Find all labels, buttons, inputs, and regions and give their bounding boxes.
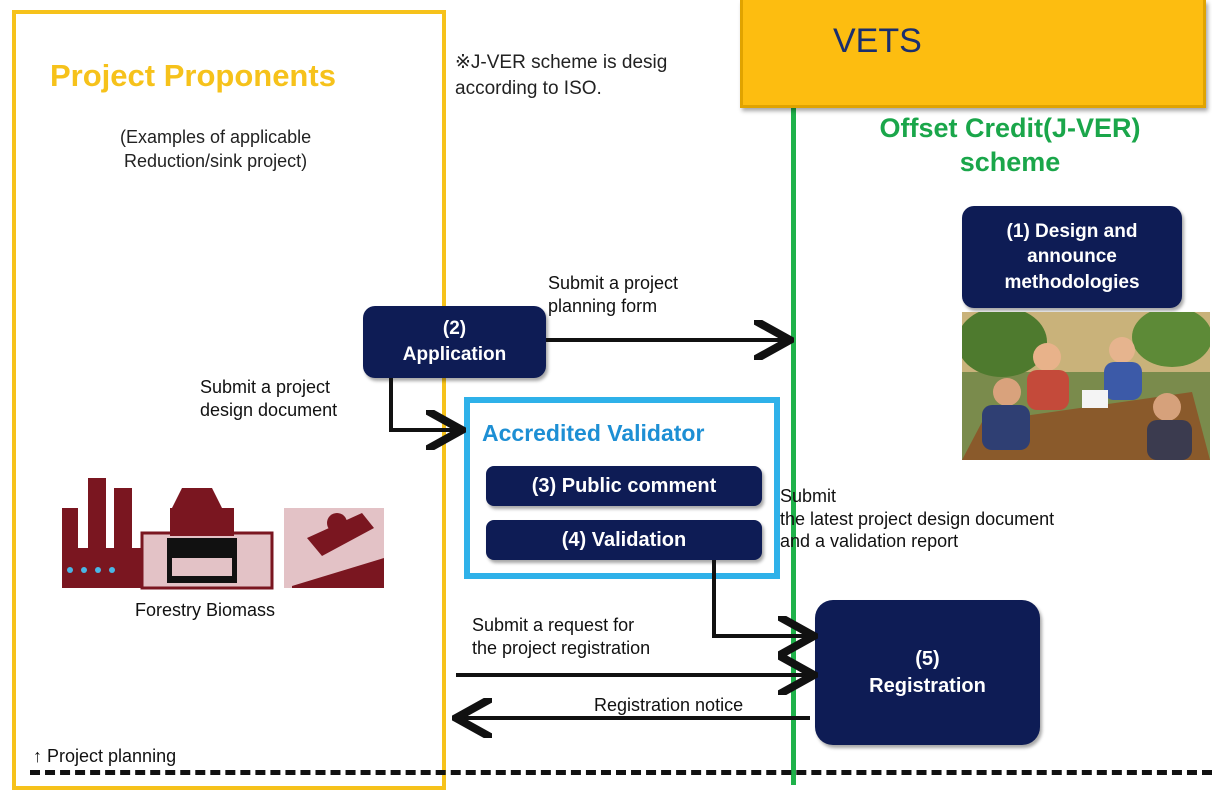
vets-label: VETS — [833, 22, 922, 60]
arrow-validation-report — [712, 560, 810, 636]
arrow-design-document — [389, 378, 458, 430]
label-planning-form: Submit a project planning form — [548, 273, 679, 316]
accredited-validator-title: Accredited Validator — [482, 420, 705, 446]
scheme-divider-line — [791, 95, 796, 785]
factory-icon — [62, 478, 384, 590]
label-design-document: Submit a project design document — [200, 377, 338, 420]
step-validation: (4) Validation — [486, 520, 762, 560]
project-planning-label: ↑ Project planning — [33, 746, 177, 766]
meeting-icon — [957, 307, 1212, 460]
vets-banner: VETS — [740, 0, 1206, 108]
step-application: (2) Application — [363, 306, 546, 378]
forestry-biomass-caption: Forestry Biomass — [135, 600, 276, 620]
label-registration-notice: Registration notice — [594, 695, 744, 715]
step-public-comment: (3) Public comment — [486, 466, 762, 506]
step-design-methodologies: (1) Design and announce methodologies — [962, 206, 1182, 308]
scheme-title: Offset Credit(J-VER) scheme — [879, 113, 1141, 177]
iso-note: ※J-VER scheme is desig according to ISO. — [455, 52, 668, 99]
examples-caption: (Examples of applicable Reduction/sink p… — [120, 127, 312, 172]
timeline-dashed-line — [30, 770, 1212, 775]
accredited-validator-frame — [464, 397, 780, 579]
label-latest-document: Submit the latest project design documen… — [780, 486, 1055, 551]
meeting-illustration — [957, 307, 1212, 460]
forestry-biomass-illustration — [62, 478, 392, 596]
project-proponents-title: Project Proponents — [50, 58, 336, 93]
label-request-registration: Submit a request for the project registr… — [472, 615, 651, 658]
step-registration: (5) Registration — [815, 600, 1040, 745]
